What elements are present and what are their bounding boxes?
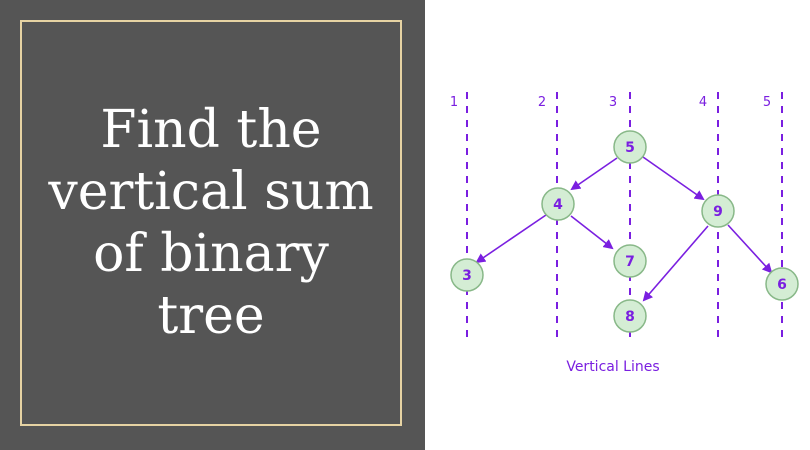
node-value: 3 <box>462 268 472 284</box>
edge-4-3 <box>475 214 547 264</box>
node-value: 9 <box>713 204 723 220</box>
edge-5-9 <box>642 156 705 201</box>
title-line: Find the <box>100 100 322 160</box>
node-value: 6 <box>777 277 787 293</box>
edge-9-6 <box>727 224 773 274</box>
title-panel <box>0 0 425 450</box>
diagram-caption: Vertical Lines <box>566 359 659 375</box>
node-value: 8 <box>625 309 635 325</box>
title-line: tree <box>157 286 265 346</box>
line-label: 5 <box>763 95 771 110</box>
tree-node-9: 9 <box>701 194 735 228</box>
title-line: of binary <box>93 224 329 284</box>
tree-node-6: 6 <box>765 267 799 301</box>
node-value: 5 <box>625 140 635 156</box>
tree-node-5: 5 <box>613 130 647 164</box>
edge-5-4 <box>570 157 618 191</box>
line-label: 4 <box>699 95 707 110</box>
title-frame <box>20 20 402 426</box>
edge-4-7 <box>570 215 614 250</box>
tree-node-3: 3 <box>450 258 484 292</box>
line-label: 1 <box>450 95 458 110</box>
tree-node-7: 7 <box>613 244 647 278</box>
title-line: vertical sum <box>48 162 374 222</box>
slide-title: Find the vertical sum of binary tree <box>22 22 400 424</box>
edge-9-8 <box>642 225 709 302</box>
line-label: 2 <box>538 95 546 110</box>
node-value: 4 <box>553 197 563 213</box>
tree-node-8: 8 <box>613 299 647 333</box>
line-label: 3 <box>609 95 617 110</box>
binary-tree-diagram: 1 2 3 4 5 5 4 9 3 7 8 6 Vertical Lines <box>450 92 799 375</box>
node-value: 7 <box>625 254 635 270</box>
tree-node-4: 4 <box>541 187 575 221</box>
